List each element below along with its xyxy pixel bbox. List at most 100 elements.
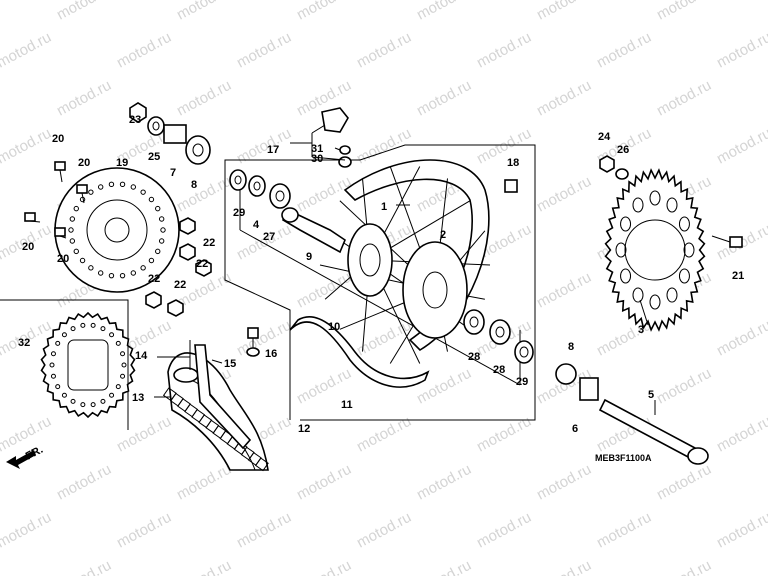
part-label: 4 <box>253 219 260 231</box>
part-label: 12 <box>298 423 310 435</box>
part-label: 30 <box>311 153 323 165</box>
brake-disc-19 <box>54 167 180 293</box>
watermark-text: motod.ru <box>714 125 768 168</box>
brake-disc-32 <box>0 299 136 430</box>
watermark-text: motod.ru <box>114 29 174 72</box>
watermark-text: motod.ru <box>234 125 294 168</box>
watermark-text: motod.ru <box>234 509 294 552</box>
watermark-text: motod.ru <box>414 461 474 504</box>
part-label: 27 <box>263 231 275 243</box>
watermark-text: motod.ru <box>534 77 594 120</box>
watermark-text: motod.ru <box>114 413 174 456</box>
part-label: 20 <box>78 157 90 169</box>
bearings <box>229 169 534 364</box>
part-label: 24 <box>598 131 611 143</box>
wheel-rim <box>289 159 491 388</box>
watermark-text: motod.ru <box>294 461 354 504</box>
watermark-text: motod.ru <box>414 557 474 576</box>
part-label: 19 <box>116 157 128 169</box>
watermark-text: motod.ru <box>174 0 234 24</box>
part-label: 6 <box>572 423 578 435</box>
part-label: 25 <box>148 151 160 163</box>
part-label: 32 <box>18 337 30 349</box>
label-leaders <box>154 124 656 415</box>
watermark-text: motod.ru <box>294 557 354 576</box>
watermark-text: motod.ru <box>654 461 714 504</box>
part-labels: 1234567889101112131415161718192020202021… <box>18 114 744 435</box>
watermark-text: motod.ru <box>0 125 54 168</box>
part-label: 22 <box>203 237 215 249</box>
part-label: 21 <box>732 270 744 282</box>
watermark-text: motod.ru <box>174 461 234 504</box>
part-label: 8 <box>568 341 574 353</box>
watermark-text: motod.ru <box>114 509 174 552</box>
part-label: 2 <box>440 229 446 241</box>
part-label: 10 <box>328 321 340 333</box>
watermark-text: motod.ru <box>594 509 654 552</box>
part-label: 11 <box>341 399 353 411</box>
part-label: 20 <box>52 133 64 145</box>
watermark-text: motod.ru <box>654 557 714 576</box>
watermark-text: motod.ru <box>354 125 414 168</box>
watermark-text: motod.ru <box>354 413 414 456</box>
spacer-9 <box>281 207 346 254</box>
watermark-text: motod.ru <box>414 365 474 408</box>
part-label: 23 <box>129 114 141 126</box>
part-label: 22 <box>196 258 208 270</box>
watermark-text: motod.ru <box>54 0 114 24</box>
part-label: 22 <box>148 273 160 285</box>
watermark-text: motod.ru <box>714 509 768 552</box>
part-label: 1 <box>381 201 387 213</box>
part-label: 26 <box>617 144 629 156</box>
watermark-text: motod.ru <box>654 0 714 24</box>
watermark-text: motod.ru <box>354 509 414 552</box>
watermark-text: motod.ru <box>534 173 594 216</box>
part-label: 29 <box>516 376 528 388</box>
part-label: 31 <box>311 143 323 155</box>
watermark-text: motod.ru <box>474 413 534 456</box>
watermark-text: motod.ru <box>294 0 354 24</box>
hardware <box>24 102 743 357</box>
part-label: 8 <box>191 179 197 191</box>
watermark-text: motod.ru <box>54 461 114 504</box>
watermark-text: motod.ru <box>714 317 768 360</box>
part-label: 18 <box>507 157 519 169</box>
watermark-text: motod.ru <box>714 29 768 72</box>
watermark-text: motod.ru <box>234 29 294 72</box>
part-label: 13 <box>132 392 144 404</box>
rim-band-15 <box>194 344 252 450</box>
watermark-text: motod.ru <box>174 77 234 120</box>
part-label: 20 <box>22 241 34 253</box>
part-label: 5 <box>648 389 654 401</box>
part-label: 15 <box>224 358 236 370</box>
watermark-text: motod.ru <box>174 557 234 576</box>
watermark-text: motod.ru <box>654 77 714 120</box>
watermark-text: motod.ru <box>294 269 354 312</box>
watermark-text: motod.ru <box>414 0 474 24</box>
part-label: 28 <box>493 364 505 376</box>
axle-5 <box>555 363 709 465</box>
part-label: 22 <box>174 279 186 291</box>
watermark-text: motod.ru <box>474 125 534 168</box>
part-label: 7 <box>170 167 176 179</box>
watermark-text: motod.ru <box>534 557 594 576</box>
watermark-text: motod.ru <box>474 509 534 552</box>
part-label: 14 <box>135 350 148 362</box>
direction-label: FR. <box>24 444 45 463</box>
part-label: 16 <box>265 348 277 360</box>
watermark-text: motod.ru <box>294 173 354 216</box>
watermark-text: motod.ru <box>534 269 594 312</box>
watermark-text: motod.ru <box>714 413 768 456</box>
part-label: 28 <box>468 351 480 363</box>
watermark-text: motod.ru <box>594 29 654 72</box>
sprocket-3 <box>604 168 706 332</box>
part-label: 17 <box>267 144 279 156</box>
watermark-text: motod.ru <box>534 461 594 504</box>
watermark-text: motod.ru <box>0 509 54 552</box>
part-label: 20 <box>57 253 69 265</box>
watermark-text: motod.ru <box>654 365 714 408</box>
watermark-text: motod.ru <box>54 77 114 120</box>
watermark-text: motod.ru <box>0 413 54 456</box>
watermark-text: motod.ru <box>354 29 414 72</box>
